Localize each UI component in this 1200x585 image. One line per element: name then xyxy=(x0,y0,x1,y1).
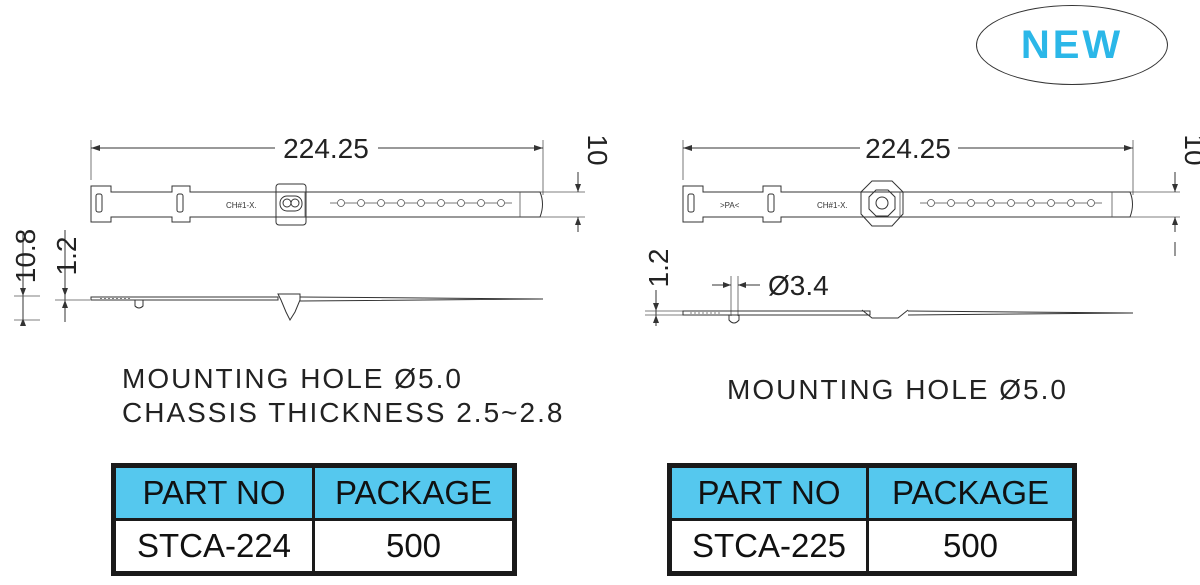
left-part-no: STCA-224 xyxy=(112,518,315,575)
left-width-label: 10 xyxy=(582,134,613,165)
right-note-1: MOUNTING HOLE Ø5.0 xyxy=(727,374,1068,405)
right-package: 500 xyxy=(866,518,1076,575)
left-top-view: 224.25 10 CH#1-X. xyxy=(90,133,613,232)
left-marking: CH#1-X. xyxy=(226,201,257,210)
right-pin-label: Ø3.4 xyxy=(768,270,829,301)
left-note-2: CHASSIS THICKNESS 2.5~2.8 xyxy=(122,397,565,428)
right-marking: CH#1-X. xyxy=(817,201,848,210)
right-header-part-no: PART NO xyxy=(668,464,869,521)
left-note-1: MOUNTING HOLE Ø5.0 xyxy=(122,363,463,394)
new-badge: NEW xyxy=(976,5,1168,85)
left-package: 500 xyxy=(312,518,516,575)
left-header-package: PACKAGE xyxy=(312,464,516,521)
new-badge-label: NEW xyxy=(1020,22,1124,67)
right-header-package: PACKAGE xyxy=(866,464,1076,521)
right-spec-table: PART NO PACKAGE STCA-225 500 xyxy=(667,463,1077,576)
left-side-view: 10.8 1.2 xyxy=(10,229,544,326)
right-width-label: 10 xyxy=(1179,134,1200,165)
left-height-label: 10.8 xyxy=(10,229,41,284)
right-length-label: 224.25 xyxy=(865,133,951,164)
left-spec-table: PART NO PACKAGE STCA-224 500 xyxy=(111,463,517,576)
left-header-part-no: PART NO xyxy=(112,464,315,521)
right-top-view: 224.25 10 >PA< CH#1-X. xyxy=(682,133,1200,256)
right-thickness-label: 1.2 xyxy=(643,249,674,288)
left-thickness-label: 1.2 xyxy=(51,237,82,276)
left-length-label: 224.25 xyxy=(283,133,369,164)
right-marking-2: >PA< xyxy=(720,201,740,210)
right-side-view: 1.2 Ø3.4 xyxy=(643,249,1134,326)
right-part-no: STCA-225 xyxy=(668,518,869,575)
